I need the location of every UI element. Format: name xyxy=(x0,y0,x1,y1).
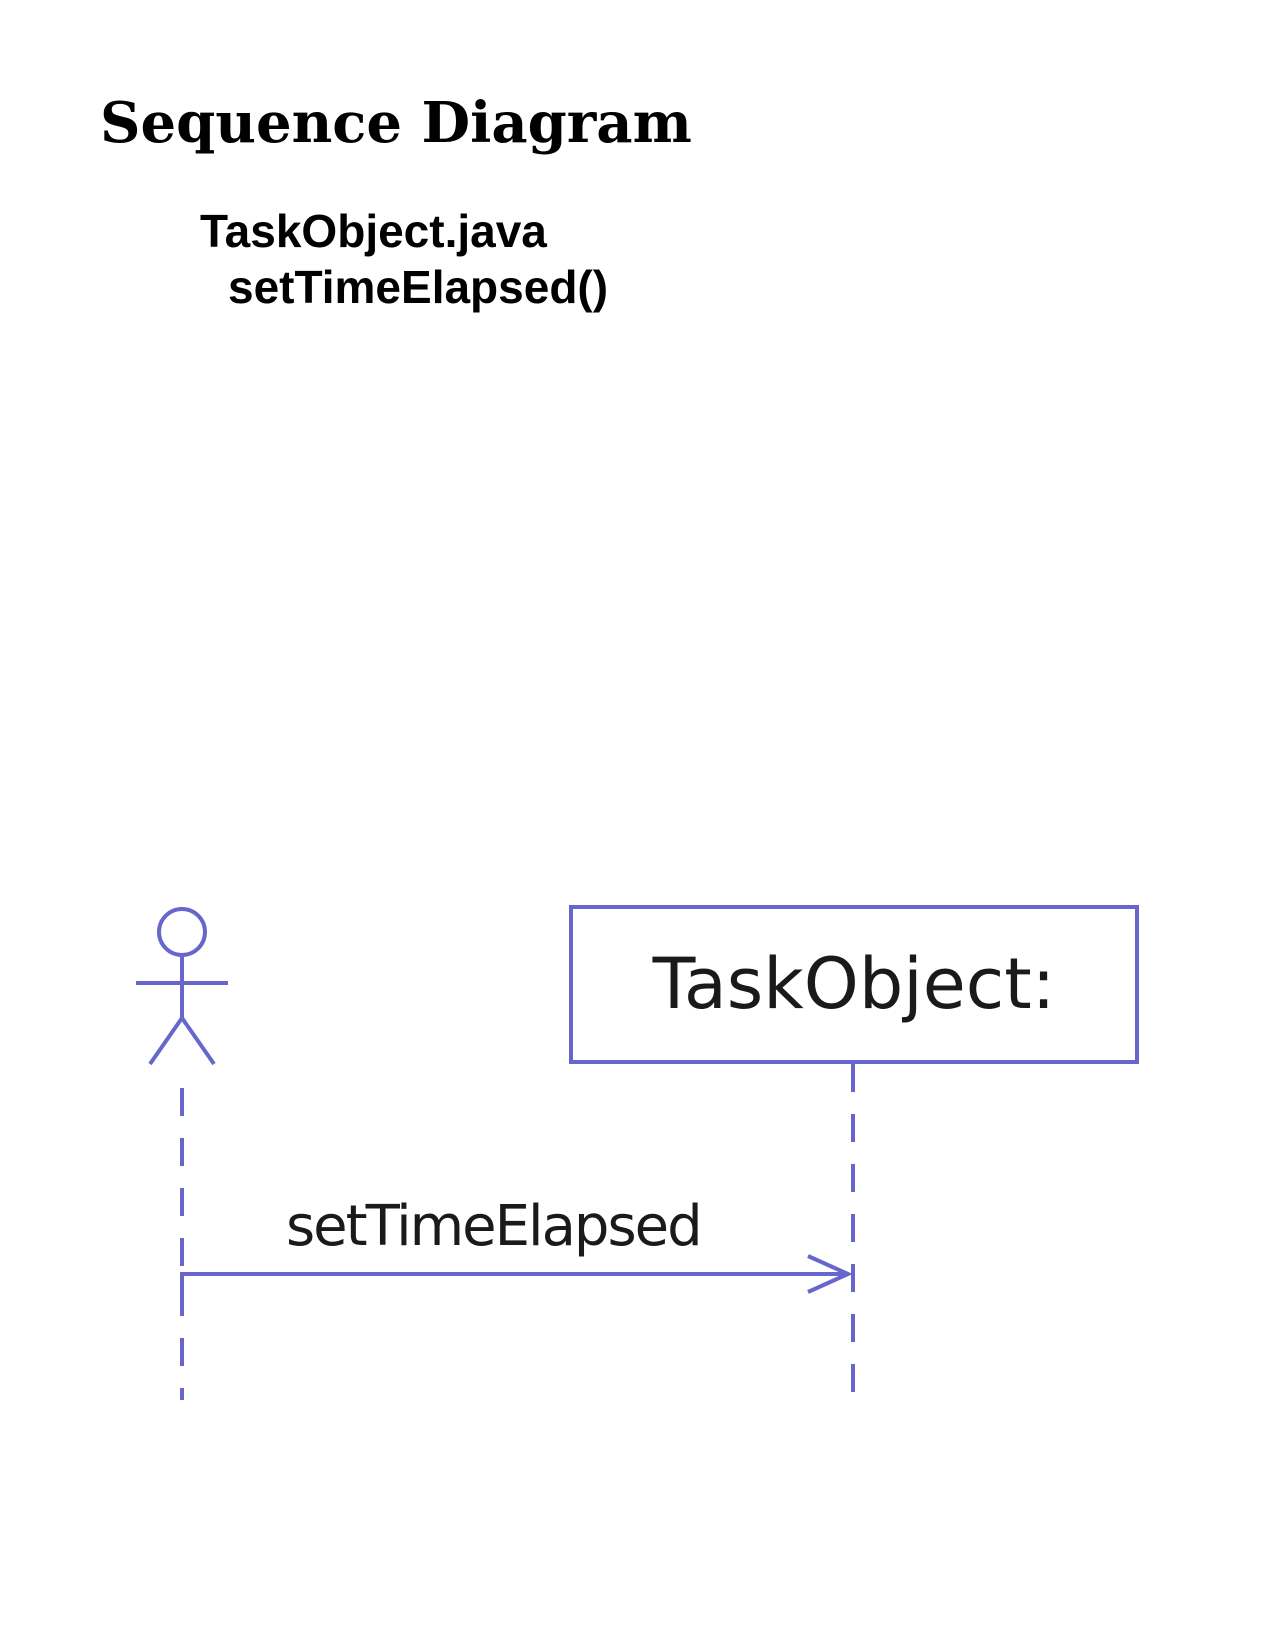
object-box xyxy=(569,905,1139,1064)
page-title: Sequence Diagram xyxy=(100,90,692,156)
arrowhead-icon xyxy=(807,1254,853,1294)
object-participant: TaskObject: xyxy=(569,905,1139,1400)
actor-participant xyxy=(136,907,228,1400)
message-set-time-elapsed: setTimeElapsed xyxy=(180,1194,853,1297)
method-name: setTimeElapsed() xyxy=(228,261,609,313)
message-arrow-line xyxy=(180,1272,848,1297)
actor-icon xyxy=(136,907,228,1066)
file-name: TaskObject.java xyxy=(200,205,547,257)
object-label: TaskObject: xyxy=(652,943,1056,1025)
message-label: setTimeElapsed xyxy=(286,1194,701,1259)
